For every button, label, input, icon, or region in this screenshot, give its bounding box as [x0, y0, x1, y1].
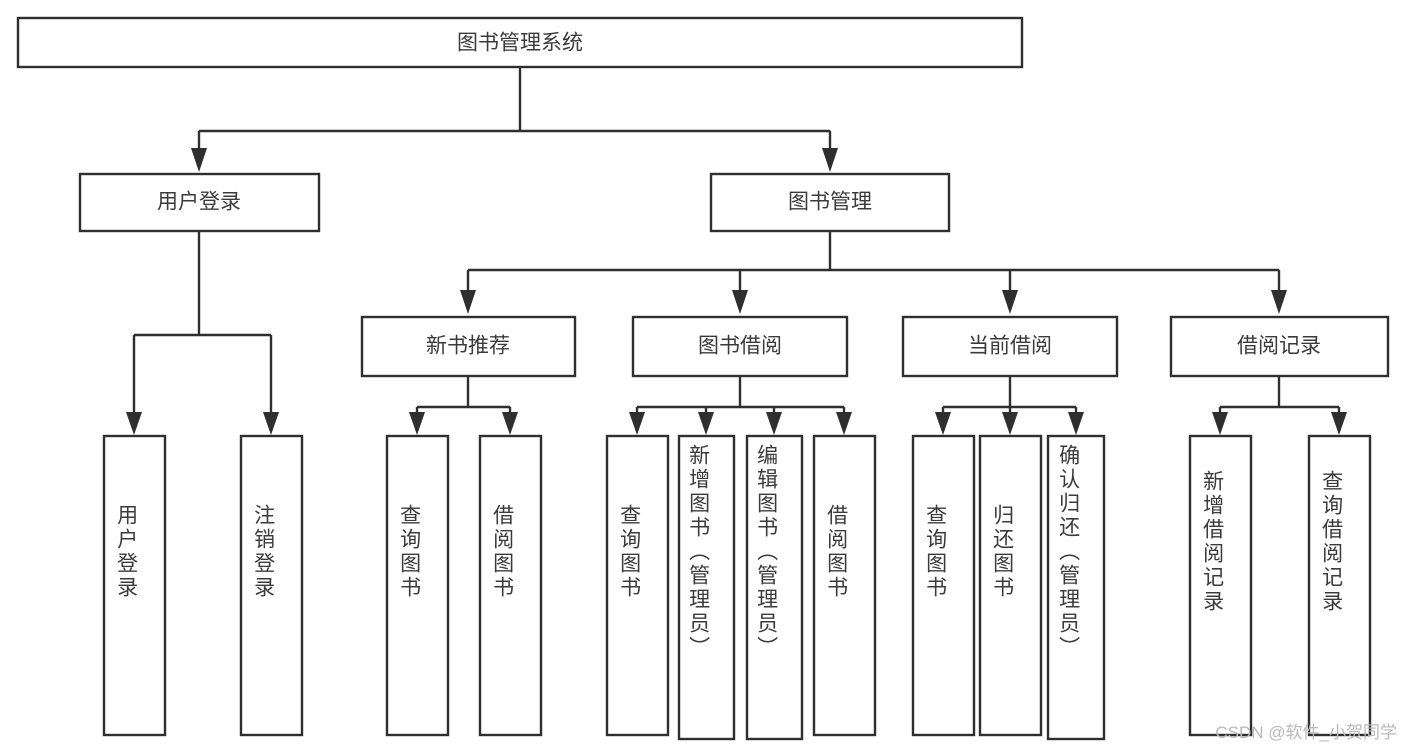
node-root-box[interactable] [16, 16, 1024, 69]
leaf-br-add-record-label: 新增借阅记录 [1201, 470, 1225, 614]
leaf-user-login-box[interactable] [102, 434, 167, 737]
arrow-to-leaf-cb-confirm [1068, 412, 1084, 435]
leaf-bb-query-book[interactable]: 查询图书 [605, 434, 670, 737]
leaf-nb-borrow-book-box[interactable] [478, 434, 543, 737]
arrow-to-leaf-bb-query [629, 412, 645, 435]
leaf-bb-add-book-label: 新增图书（管理员） [687, 444, 711, 660]
node-borrow-record[interactable]: 借阅记录 [1169, 315, 1390, 378]
arrow-to-leaf-bb-add [698, 412, 714, 435]
leaf-cb-query-book-label: 查询图书 [924, 504, 948, 600]
arrow-to-book-borrow [732, 290, 748, 314]
node-book-manage[interactable]: 图书管理 [709, 172, 951, 233]
leaf-cb-return-book-box[interactable] [978, 434, 1043, 737]
leaf-br-query-record-box[interactable] [1307, 434, 1372, 737]
leaf-bb-borrow-book-box[interactable] [812, 434, 877, 737]
leaf-br-query-record[interactable]: 查询借阅记录 [1307, 434, 1372, 737]
node-current-borrow-label: 当前借阅 [968, 335, 1052, 358]
arrow-to-current-borrow [1002, 290, 1018, 314]
arrow-to-leaf-user-login [126, 412, 142, 435]
arrow-to-leaf-nb-query [409, 412, 425, 435]
node-book-manage-label: 图书管理 [788, 191, 872, 214]
leaf-cb-return-book-label: 归还图书 [991, 504, 1015, 600]
leaf-bb-edit-book[interactable]: 编辑图书（管理员） [745, 434, 804, 741]
arrow-to-user-login [191, 148, 207, 172]
node-user-login[interactable]: 用户登录 [78, 172, 321, 233]
node-user-login-box[interactable] [78, 172, 321, 233]
leaf-cb-confirm-return[interactable]: 确认归还（管理员） [1046, 434, 1106, 741]
arrow-to-leaf-nb-borrow [502, 412, 518, 435]
node-book-borrow[interactable]: 图书借阅 [631, 315, 849, 378]
node-new-book-recommend[interactable]: 新书推荐 [360, 315, 577, 378]
leaf-bb-borrow-book[interactable]: 借阅图书 [812, 434, 877, 737]
leaf-nb-borrow-book[interactable]: 借阅图书 [478, 434, 543, 737]
leaf-cb-confirm-return-box[interactable] [1046, 434, 1106, 741]
node-borrow-record-label: 借阅记录 [1237, 335, 1321, 358]
node-current-borrow-box[interactable] [901, 315, 1119, 378]
arrow-to-leaf-cb-query [935, 412, 951, 435]
node-borrow-record-box[interactable] [1169, 315, 1390, 378]
arrow-to-leaf-user-logout [263, 412, 279, 435]
leaf-cb-query-book[interactable]: 查询图书 [911, 434, 976, 737]
leaf-bb-add-book-box[interactable] [677, 434, 736, 741]
node-new-book-recommend-label: 新书推荐 [426, 335, 510, 358]
arrow-to-leaf-br-add [1212, 412, 1228, 435]
leaf-bb-query-book-box[interactable] [605, 434, 670, 737]
leaf-cb-query-book-box[interactable] [911, 434, 976, 737]
node-root[interactable]: 图书管理系统 [16, 16, 1024, 69]
leaf-user-logout-box[interactable] [239, 434, 304, 737]
connector-layer [126, 67, 1347, 435]
arrow-to-new-book [460, 290, 476, 314]
leaf-br-query-record-label: 查询借阅记录 [1320, 470, 1344, 614]
arrow-to-leaf-bb-edit [766, 412, 782, 435]
arrow-to-borrow-record [1271, 290, 1287, 314]
leaf-bb-borrow-book-label: 借阅图书 [825, 504, 849, 600]
arrow-to-leaf-br-query [1331, 412, 1347, 435]
leaf-nb-query-book[interactable]: 查询图书 [385, 434, 450, 737]
leaf-nb-borrow-book-label: 借阅图书 [491, 504, 515, 600]
leaf-user-login[interactable]: 用户登录 [102, 434, 167, 737]
leaf-user-login-label: 用户登录 [115, 504, 139, 600]
arrow-to-leaf-bb-borrow [836, 412, 852, 435]
leaf-br-add-record-box[interactable] [1188, 434, 1253, 737]
leaf-cb-confirm-return-label: 确认归还（管理员） [1057, 444, 1081, 660]
leaf-bb-edit-book-box[interactable] [745, 434, 804, 741]
leaf-br-add-record[interactable]: 新增借阅记录 [1188, 434, 1253, 737]
node-user-login-label: 用户登录 [157, 191, 241, 214]
arrow-to-leaf-cb-return [1002, 412, 1018, 435]
node-book-borrow-label: 图书借阅 [698, 335, 782, 358]
node-book-borrow-box[interactable] [631, 315, 849, 378]
leaf-user-logout[interactable]: 注销登录 [239, 434, 304, 737]
leaf-user-logout-label: 注销登录 [252, 504, 276, 600]
arrow-to-book-manage [822, 148, 838, 172]
node-root-label: 图书管理系统 [457, 32, 583, 55]
leaf-nb-query-book-box[interactable] [385, 434, 450, 737]
node-new-book-recommend-box[interactable] [360, 315, 577, 378]
leaf-nb-query-book-label: 查询图书 [398, 504, 422, 600]
node-book-manage-box[interactable] [709, 172, 951, 233]
leaf-cb-return-book[interactable]: 归还图书 [978, 434, 1043, 737]
leaf-bb-query-book-label: 查询图书 [618, 504, 642, 600]
leaf-bb-add-book[interactable]: 新增图书（管理员） [677, 434, 736, 741]
leaf-bb-edit-book-label: 编辑图书（管理员） [755, 444, 779, 660]
node-current-borrow[interactable]: 当前借阅 [901, 315, 1119, 378]
